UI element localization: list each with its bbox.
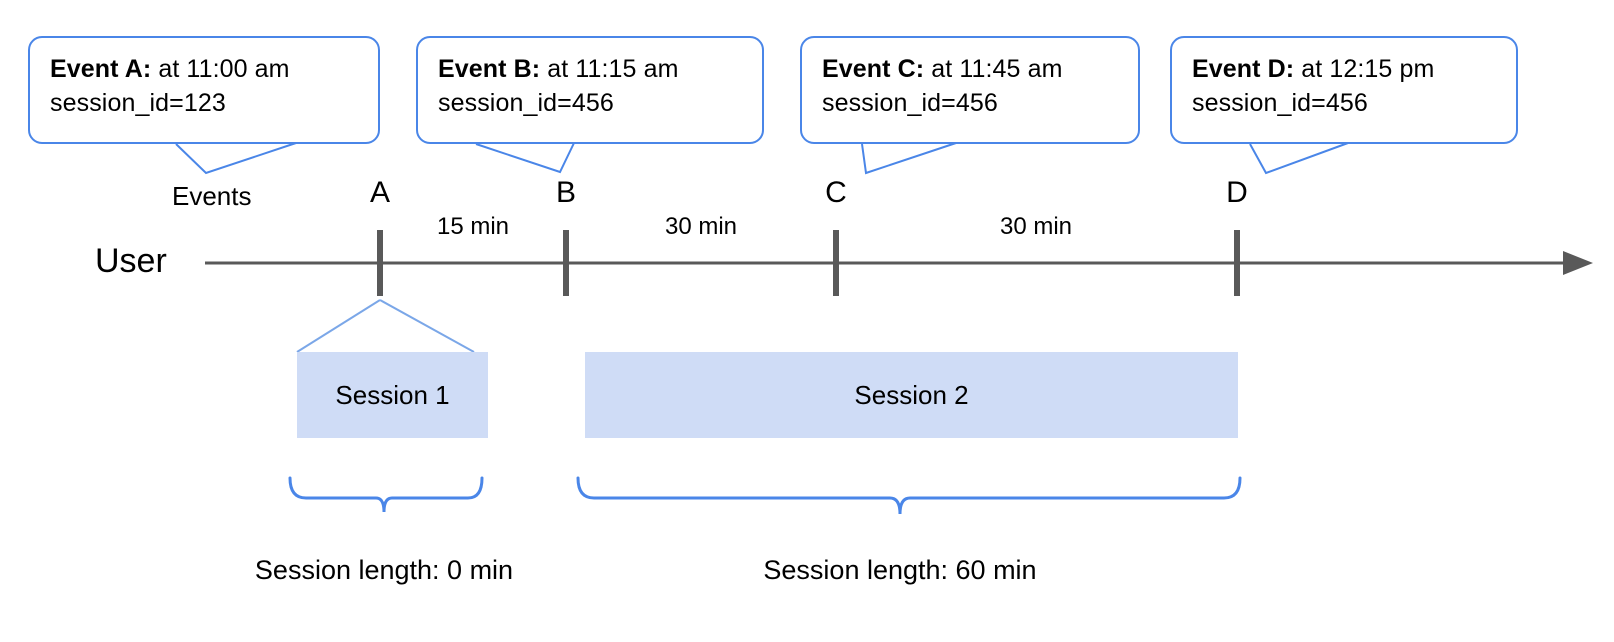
callout-b-title: Event B:: [438, 55, 541, 83]
callout-d-line1: Event D: at 12:15 pm: [1192, 52, 1498, 86]
events-row-label: Events: [172, 181, 252, 211]
callout-d-tail: [1249, 142, 1349, 175]
session-2-length-label: Session length: 60 min: [763, 555, 1037, 585]
interval-label-cd: 30 min: [999, 213, 1073, 240]
callout-d-time: at 12:15 pm: [1294, 55, 1435, 83]
event-label-d: D: [1226, 176, 1248, 209]
callout-c-title: Event C:: [822, 55, 925, 83]
callout-a-title: Event A:: [50, 55, 152, 83]
session-2-label: Session 2: [854, 379, 969, 410]
callout-c-session: session_id=456: [822, 89, 998, 117]
session-2-bar: Session 2: [585, 352, 1238, 438]
callout-b-tail: [475, 142, 575, 174]
callout-event-d: Event D: at 12:15 pm session_id=456: [1170, 36, 1518, 144]
callout-d-session: session_id=456: [1192, 89, 1368, 117]
session-1-bar: Session 1: [297, 352, 488, 438]
session-1-connector-left: [296, 299, 381, 353]
session-1-connector-right: [379, 299, 475, 353]
callout-a-line1: Event A: at 11:00 am: [50, 52, 360, 86]
event-label-b: B: [555, 176, 576, 209]
event-label-a: A: [369, 176, 390, 209]
callout-b-time: at 11:15 am: [540, 55, 679, 83]
callout-c-line1: Event C: at 11:45 am: [822, 52, 1120, 86]
interval-label-bc: 30 min: [664, 213, 738, 240]
callout-c-time: at 11:45 am: [924, 55, 1063, 83]
interval-label-ab: 15 min: [436, 213, 510, 240]
callout-a-session: session_id=123: [50, 89, 226, 117]
callout-d-title: Event D:: [1192, 55, 1295, 83]
callout-b-session: session_id=456: [438, 89, 614, 117]
event-label-c: C: [825, 176, 847, 209]
session-1-length-label: Session length: 0 min: [254, 555, 514, 585]
session-2-brace: [576, 476, 1242, 515]
callout-c-tail: [861, 142, 957, 175]
session-1-label: Session 1: [335, 379, 450, 410]
callout-event-b: Event B: at 11:15 am session_id=456: [416, 36, 764, 144]
session-1-brace: [288, 476, 484, 513]
callout-b-line1: Event B: at 11:15 am: [438, 52, 744, 86]
user-axis-label: User: [95, 242, 167, 280]
callout-event-a: Event A: at 11:00 am session_id=123: [28, 36, 380, 144]
callout-a-tail: [175, 142, 297, 175]
callout-event-c: Event C: at 11:45 am session_id=456: [800, 36, 1140, 144]
callout-a-time: at 11:00 am: [151, 55, 290, 83]
